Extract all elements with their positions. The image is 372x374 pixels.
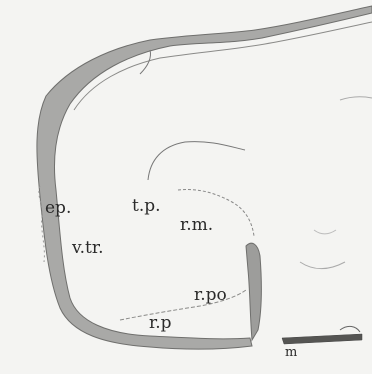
label-rp: r.p — [149, 313, 172, 333]
label-rm: r.m. — [180, 215, 213, 235]
label-m: m — [285, 345, 297, 360]
label-ep: ep. — [45, 198, 71, 218]
label-rpo: r.po — [194, 285, 227, 305]
label-vtr: v.tr. — [71, 238, 104, 258]
label-tp: t.p. — [132, 196, 161, 216]
